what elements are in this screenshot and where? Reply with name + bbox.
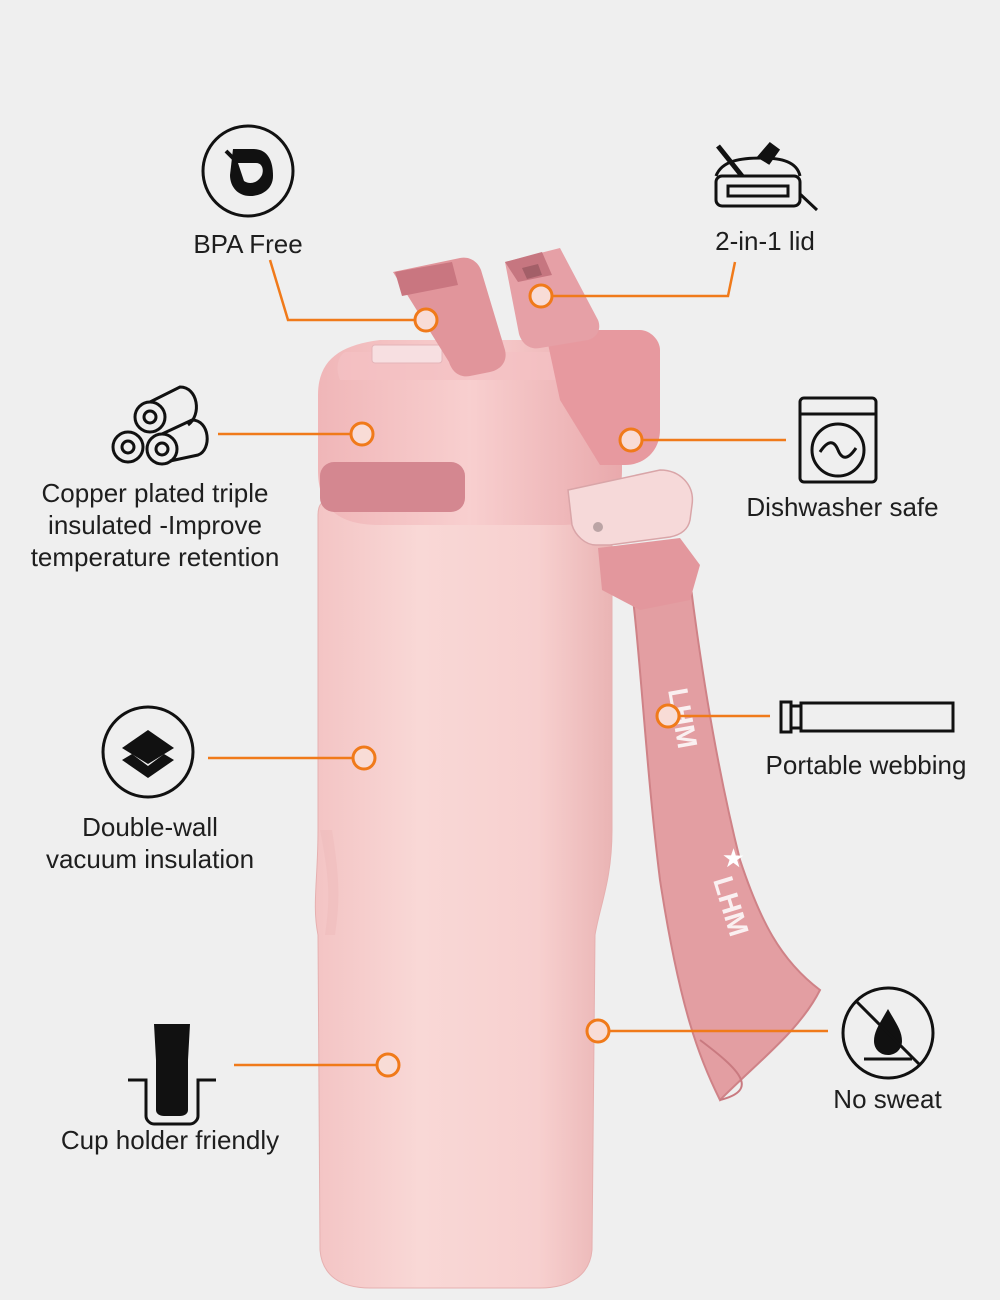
feature-label-dishwasher-safe: Dishwasher safe (720, 491, 965, 523)
feature-label-cup-holder: Cup holder friendly (30, 1124, 310, 1156)
no-water-drop-icon (841, 986, 935, 1080)
feature-label-double-wall: Double-wall vacuum insulation (20, 811, 280, 875)
feature-text: insulated -Improve (48, 510, 262, 540)
feature-text: No sweat (833, 1084, 942, 1114)
tumbler-body (314, 499, 613, 1289)
feature-text: BPA Free (193, 229, 303, 259)
leader-bpa-free-marker (413, 307, 439, 333)
feature-text: Dishwasher safe (746, 492, 939, 522)
webbing-strap (626, 558, 822, 1102)
leader-2-in-1-lid (553, 261, 737, 298)
feature-text: Portable webbing (765, 750, 967, 780)
leader-2-in-1-lid-marker (528, 283, 554, 309)
feature-label-2-in-1-lid: 2-in-1 lid (690, 225, 840, 257)
leader-copper-plated-marker (349, 421, 375, 447)
triple-tube-icon (111, 385, 209, 466)
leader-dishwasher-safe-marker (618, 427, 644, 453)
cup-holder-icon (128, 1024, 216, 1126)
feature-label-copper-plated: Copper plated triple insulated -Improve … (0, 477, 310, 573)
feature-label-bpa-free: BPA Free (168, 228, 328, 260)
feature-text: 2-in-1 lid (715, 226, 815, 256)
feature-text: Copper plated triple (41, 478, 269, 508)
feature-text: Double-wall (82, 812, 218, 842)
feature-text: temperature retention (30, 542, 280, 572)
leader-cup-holder-marker (375, 1052, 401, 1078)
feature-text: vacuum insulation (45, 844, 255, 874)
webbing-icon (779, 700, 955, 734)
feature-text: Cup holder friendly (60, 1125, 280, 1155)
leaf-icon (201, 124, 295, 218)
feature-label-portable-webbing: Portable webbing (740, 749, 992, 781)
leader-no-sweat-marker (585, 1018, 611, 1044)
washing-machine-icon (798, 396, 878, 484)
lid-grip-band (320, 462, 465, 512)
leader-double-wall-marker (351, 745, 377, 771)
leader-bpa-free (268, 259, 414, 322)
lid-icon (714, 141, 819, 212)
layers-icon (101, 705, 195, 799)
feature-label-no-sweat: No sweat (810, 1083, 965, 1115)
leader-lines (208, 259, 828, 1078)
leader-portable-webbing-marker (655, 703, 681, 729)
